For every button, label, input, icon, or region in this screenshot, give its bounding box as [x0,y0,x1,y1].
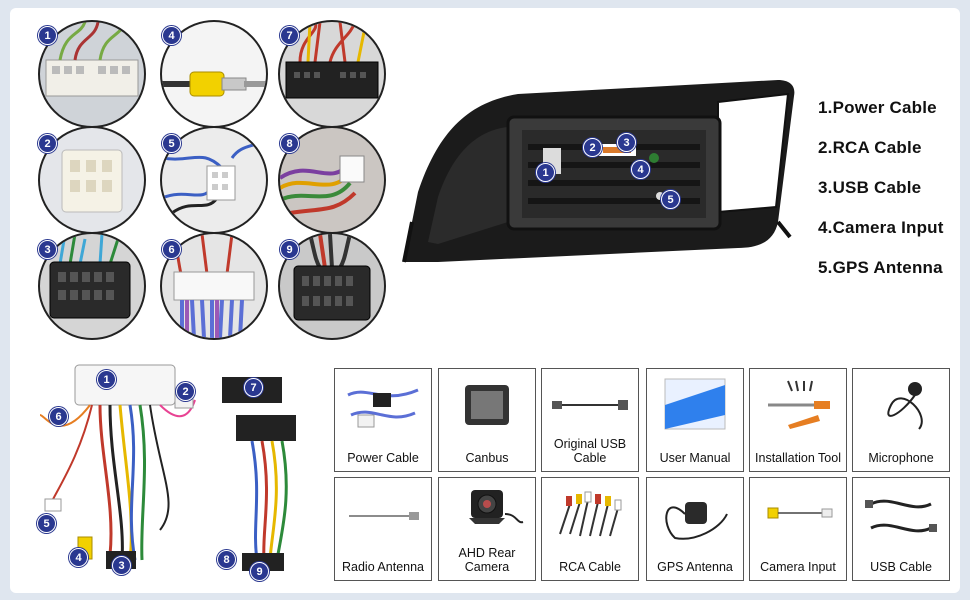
accessory-label: USB Cable [870,560,932,574]
badge-8: 8 [280,134,299,153]
legend-rca-cable: 2.RCA Cable [818,138,922,157]
badge-1: 1 [38,26,57,45]
legend-gps-antenna: 5.GPS Antenna [818,258,943,277]
accessory-label: GPS Antenna [657,560,733,574]
badge-6: 6 [162,240,181,259]
accessory-label: Original USB Cable [553,437,627,465]
accessory-label: Radio Antenna [341,560,424,574]
legend-camera-input: 4.Camera Input [818,218,944,237]
harness-badge-6: 6 [49,407,68,426]
harness-badge-3: 3 [112,556,131,575]
harness-badge-1: 1 [97,370,116,389]
radio-antenna-icon [349,512,419,520]
accessory-label: Installation Tool [755,451,841,465]
harness-diagram-right [212,365,322,580]
harness-badge-7: 7 [244,378,263,397]
badge-2: 2 [38,134,57,153]
harness-badge-2: 2 [176,382,195,401]
accessory-user-manual: User Manual [646,368,744,472]
badge-3: 3 [38,240,57,259]
unit-badge-5: 5 [661,190,680,209]
camera-input-icon [767,507,833,519]
connector-photo-9 [278,232,386,340]
accessory-ahd-camera: AHD Rear Camera [438,477,536,581]
camera-icon [469,490,524,524]
gps-icon [665,502,728,540]
accessory-label: Power Cable [347,451,419,465]
rca-icon [559,491,622,537]
unit-badge-3: 3 [617,133,636,152]
accessory-label: Camera Input [760,560,836,574]
accessory-canbus: Canbus [438,368,536,472]
accessory-microphone: Microphone [852,368,950,472]
usb-adapter-icon [552,400,628,410]
badge-7: 7 [280,26,299,45]
manual-icon [664,378,726,430]
connector-photo-2 [38,126,146,234]
accessory-installation-tool: Installation Tool [749,368,847,472]
tool-icon [768,380,830,429]
usb-cable-icon [865,499,937,533]
accessory-camera-input: Camera Input [749,477,847,581]
harness-badge-9: 9 [250,562,269,581]
badge-4: 4 [162,26,181,45]
unit-badge-1: 1 [536,163,555,182]
unit-badge-2: 2 [583,138,602,157]
badge-9: 9 [280,240,299,259]
accessory-label: RCA Cable [559,560,621,574]
head-unit-frame [398,72,798,267]
badge-5: 5 [162,134,181,153]
accessory-label: Canbus [465,451,509,465]
legend-usb-cable: 3.USB Cable [818,178,922,197]
harness-badge-5: 5 [37,514,56,533]
unit-badge-4: 4 [631,160,650,179]
connector-photo-6 [160,232,268,340]
accessory-label: User Manual [659,451,731,465]
harness-badge-8: 8 [217,550,236,569]
legend-power-cable: 1.Power Cable [818,98,937,117]
accessory-original-usb: Original USB Cable [541,368,639,472]
harness-badge-4: 4 [69,548,88,567]
accessory-radio-antenna: Radio Antenna [334,477,432,581]
accessory-label: Microphone [868,451,934,465]
microphone-icon [887,382,923,430]
canbus-icon [465,385,509,425]
accessory-usb-cable: USB Cable [852,477,950,581]
accessory-power-cable: Power Cable [334,368,432,472]
connector-photo-8 [278,126,386,234]
power-cable-icon [347,388,419,428]
accessory-rca-cable: RCA Cable [541,477,639,581]
accessory-label: AHD Rear Camera [458,546,516,574]
accessory-gps-antenna: GPS Antenna [646,477,744,581]
